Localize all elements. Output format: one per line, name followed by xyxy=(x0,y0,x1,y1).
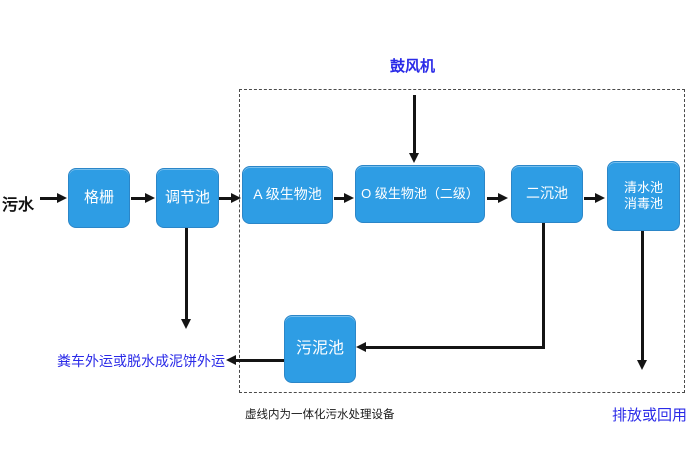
node-sludge-tank-label: 污泥池 xyxy=(295,340,344,357)
arrowhead-right-icon xyxy=(498,193,508,203)
dashed-boundary-note: 虚线内为一体化污水处理设备 xyxy=(245,409,395,421)
arrow-regulating-to-a-bio xyxy=(219,197,232,200)
arrow-a-bio-to-o-bio xyxy=(334,197,345,200)
sludge-disposal-label: 粪车外运或脱水成泥饼外运 xyxy=(57,353,225,369)
discharge-reuse-label: 排放或回用 xyxy=(612,407,688,424)
arrow-sedimentation-to-clear-water xyxy=(584,197,596,200)
node-secondary-sedimentation-tank-label: 二沉池 xyxy=(526,185,568,202)
node-regulating-tank: 调节池 xyxy=(156,168,219,228)
arrowhead-right-icon xyxy=(595,193,605,203)
arrow-sludge-to-disposal xyxy=(236,359,284,362)
node-clear-water-disinfection-tank: 清水池 消毒池 xyxy=(607,161,680,231)
arrow-grille-to-regulating xyxy=(131,197,146,200)
node-clear-water-label: 清水池 xyxy=(623,179,663,195)
arrow-o-bio-to-sedimentation xyxy=(487,197,499,200)
arrowhead-left-icon xyxy=(356,342,366,352)
arrowhead-down-icon xyxy=(409,153,419,163)
integrated-equipment-dashed-boundary xyxy=(239,89,685,393)
arrow-sedimentation-to-sludge-horizontal xyxy=(366,346,545,349)
arrowhead-right-icon xyxy=(344,193,354,203)
arrowhead-left-icon xyxy=(226,355,236,365)
arrow-clear-water-to-discharge xyxy=(641,231,644,361)
node-a-level-bio-tank: A 级生物池 xyxy=(242,166,333,224)
blower-label: 鼓风机 xyxy=(390,58,436,75)
node-regulating-tank-label: 调节池 xyxy=(164,188,210,206)
node-grille-label: 格栅 xyxy=(83,188,114,206)
node-o-level-bio-tank-label: O 级生物池（二级） xyxy=(361,185,479,201)
arrowhead-right-icon xyxy=(57,193,67,203)
arrow-regulating-down xyxy=(185,228,188,320)
arrowhead-right-icon xyxy=(145,193,155,203)
node-disinfection-label: 消毒池 xyxy=(623,196,663,211)
arrowhead-down-icon xyxy=(181,319,191,329)
node-o-level-bio-tank: O 级生物池（二级） xyxy=(355,165,485,223)
node-secondary-sedimentation-tank: 二沉池 xyxy=(511,165,583,223)
node-a-level-bio-tank-label: A 级生物池 xyxy=(253,186,322,203)
arrow-wastewater-to-grille xyxy=(40,197,58,200)
node-grille: 格栅 xyxy=(68,168,130,228)
wastewater-source-label: 污水 xyxy=(2,197,35,214)
arrowhead-down-icon xyxy=(637,360,647,370)
node-sludge-tank: 污泥池 xyxy=(284,315,356,383)
arrow-blower-to-o-bio xyxy=(413,95,416,154)
arrowhead-right-icon xyxy=(231,193,241,203)
arrow-sedimentation-to-sludge-vertical xyxy=(542,223,545,349)
